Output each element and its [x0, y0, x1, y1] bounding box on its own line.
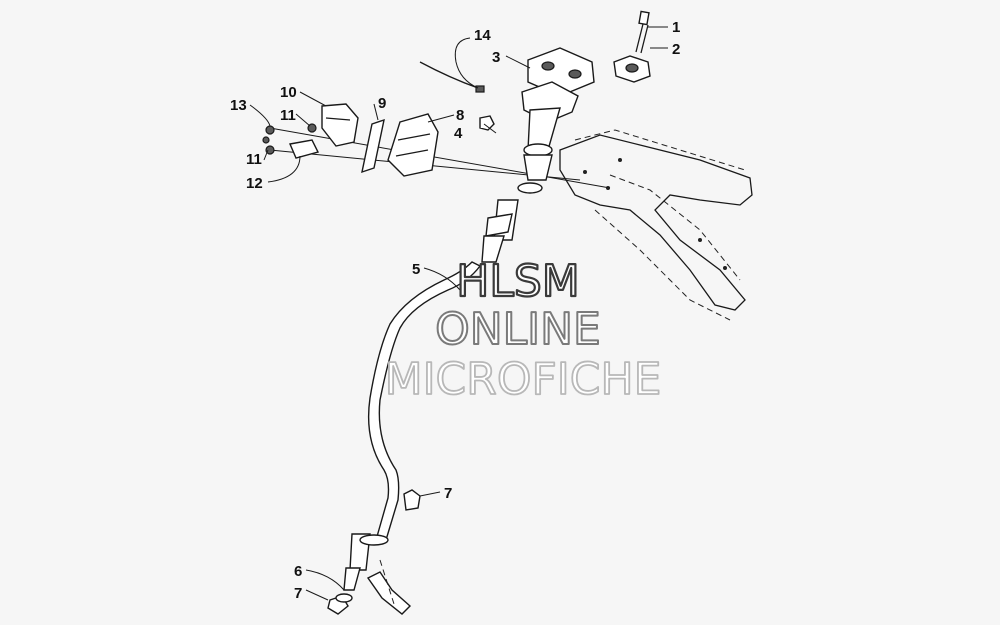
handlebar-bolt	[635, 10, 650, 54]
callout-14: 14	[474, 27, 491, 44]
screws	[262, 123, 317, 155]
handlebar-clamp-cap	[613, 55, 651, 83]
switch-bracket	[321, 103, 359, 147]
frame-hole	[583, 170, 587, 174]
clamp-strap	[289, 139, 320, 159]
callout-5: 5	[412, 261, 420, 278]
callout-labels: 1 2 3 4 5 6 7 7 8 9 10 11 11 12 13 14	[230, 19, 680, 602]
lower-nut	[403, 489, 421, 511]
callout-7-upper: 7	[444, 485, 452, 502]
callout-7-lower: 7	[294, 585, 302, 602]
frame-hole	[698, 238, 702, 242]
bottom-nut	[327, 593, 353, 615]
steering-post-upper	[481, 81, 579, 263]
watermark: HLSM ONLINE MICROFICHE	[384, 255, 663, 406]
frame-outline	[559, 129, 753, 321]
watermark-line-2: ONLINE	[435, 304, 601, 355]
steering-shaft	[367, 261, 482, 541]
callout-4: 4	[454, 125, 463, 142]
callout-12: 12	[246, 175, 263, 192]
callout-11-upper: 11	[280, 107, 296, 124]
callout-9: 9	[378, 95, 386, 112]
callout-1: 1	[672, 19, 680, 36]
callout-3: 3	[492, 49, 500, 66]
bracket-plate	[361, 118, 385, 174]
instrument-housing	[387, 113, 439, 177]
leader-lines	[249, 26, 668, 601]
callout-11-lower: 11	[246, 151, 262, 168]
tie-rod-end	[366, 559, 412, 615]
callout-10: 10	[280, 84, 297, 101]
lower-shaft-end	[343, 533, 389, 591]
frame-hole	[723, 266, 727, 270]
callout-13: 13	[230, 97, 247, 114]
callout-8: 8	[456, 107, 464, 124]
watermark-line-3: MICROFICHE	[385, 354, 662, 405]
frame-hole	[618, 158, 622, 162]
callout-2: 2	[672, 41, 680, 58]
watermark-line-1: HLSM	[456, 256, 580, 307]
cable	[419, 61, 485, 93]
nut	[479, 115, 495, 131]
callout-6: 6	[294, 563, 302, 580]
